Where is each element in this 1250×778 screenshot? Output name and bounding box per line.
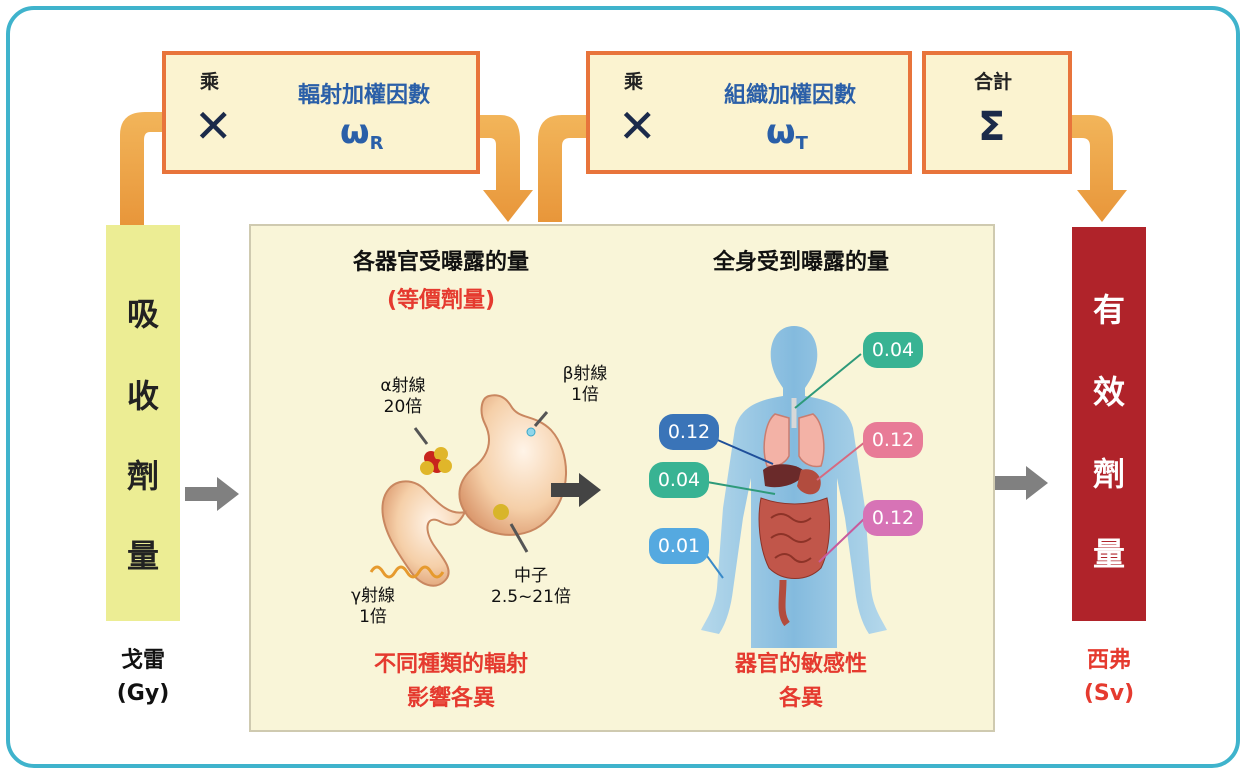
- neutron-name: 中子: [514, 566, 548, 586]
- body-silhouette: [701, 326, 887, 648]
- arrow-absorbed-to-radiation: [120, 112, 165, 225]
- radiation-caption-line1: 不同種類的輻射: [373, 652, 528, 677]
- subscript-t: T: [795, 133, 808, 154]
- absorbed-dose-bar: 吸 收 劑 量: [106, 225, 180, 621]
- sensitivity-caption: 器官的敏感性 各異: [671, 648, 931, 716]
- alpha-ray-name: α射線: [380, 376, 426, 396]
- panel-flow-arrow: [551, 473, 601, 507]
- bubble-connectors: [706, 353, 866, 579]
- gamma-ray-factor: 1倍: [359, 607, 387, 628]
- connector-left-low: [706, 555, 724, 579]
- radiation-caption: 不同種類的輻射 影響各異: [311, 648, 591, 716]
- weight-bubble-left-low: 0.01: [649, 528, 709, 564]
- arrow-sum-to-effective: [1070, 115, 1127, 222]
- sum-box: 合計 Σ: [922, 51, 1072, 174]
- neutron-particle: [493, 504, 509, 520]
- whole-body-heading: 全身受到曝露的量: [712, 250, 889, 275]
- lungs: [763, 398, 825, 468]
- alpha-particle: [420, 447, 452, 475]
- flow-arrow-left: [185, 477, 239, 511]
- gamma-ray-name: γ射線: [350, 586, 396, 606]
- tissue-factor-symbol: ωT: [766, 112, 808, 153]
- connector-right-low: [818, 517, 866, 563]
- dose-panel: 各器官受曝露的量 (等價劑量) 全身受到曝露的量 α射線 20倍: [249, 224, 995, 732]
- connector-right-mid: [816, 441, 866, 481]
- weight-bubble-left-top: 0.12: [659, 414, 719, 450]
- alpha-ray-label: α射線 20倍: [363, 376, 443, 419]
- beta-pointer: [533, 411, 549, 427]
- beta-ray-factor: 1倍: [571, 385, 599, 406]
- sievert-unit-symbol: (Sv): [1083, 681, 1135, 706]
- connector-left-top: [712, 437, 774, 465]
- stomach-shape: [458, 394, 567, 536]
- multiply-icon: ✕: [194, 99, 233, 153]
- omega-symbol: ω: [340, 112, 370, 152]
- duodenum-shape: [381, 480, 467, 587]
- weight-bubble-right-low: 0.12: [863, 500, 923, 536]
- sigma-icon: Σ: [978, 104, 1006, 150]
- body-illustration: [701, 326, 887, 648]
- connector-upper-right: [794, 353, 862, 409]
- subscript-r: R: [369, 133, 384, 154]
- sensitivity-caption-line1: 器官的敏感性: [734, 652, 867, 677]
- beta-ray-label: β射線 1倍: [545, 364, 625, 407]
- absorbed-char-1: 吸: [126, 295, 159, 333]
- alpha-pointer: [413, 427, 429, 445]
- intestines: [758, 497, 830, 579]
- multiply-label: 乘: [200, 71, 220, 93]
- arrow-panel-to-tissue: [538, 115, 590, 222]
- gamma-wave: [369, 565, 445, 579]
- beta-ray-name: β射線: [562, 364, 608, 384]
- connector-left-mid: [706, 481, 776, 495]
- absorbed-char-4: 量: [126, 537, 159, 575]
- effective-char-2: 效: [1092, 373, 1125, 411]
- effective-char-4: 量: [1092, 535, 1125, 573]
- sievert-unit: 西弗 (Sv): [1062, 644, 1156, 710]
- effective-char-3: 劑: [1092, 455, 1125, 493]
- radiation-factor-symbol: ωR: [340, 112, 383, 153]
- multiply-icon: ✕: [618, 99, 657, 153]
- multiply-label: 乘: [624, 71, 644, 93]
- radiation-factor-title: 輻射加權因數: [297, 83, 430, 108]
- gamma-ray-label: γ射線 1倍: [333, 586, 413, 629]
- neutron-factor: 2.5~21倍: [491, 587, 571, 608]
- radiation-weighting-box: 乘 ✕ 輻射加權因數 ωR: [162, 51, 480, 174]
- sum-label: 合計: [974, 71, 1013, 93]
- gray-unit: 戈雷 (Gy): [96, 644, 190, 710]
- weight-bubble-right-mid: 0.12: [863, 422, 923, 458]
- gray-unit-name: 戈雷: [120, 648, 165, 673]
- beta-particle: [526, 427, 536, 437]
- liver: [763, 464, 805, 488]
- equivalent-dose-subheading: (等價劑量): [386, 288, 496, 313]
- alpha-ray-factor: 20倍: [383, 397, 423, 418]
- gray-unit-symbol: (Gy): [116, 681, 170, 706]
- stomach-illustration: [369, 394, 567, 587]
- tissue-factor-title: 組織加權因數: [723, 83, 856, 108]
- sensitivity-caption-line2: 各異: [778, 686, 823, 712]
- colon: [778, 579, 790, 627]
- neutron-label: 中子 2.5~21倍: [481, 566, 581, 609]
- weight-bubble-upper-right: 0.04: [863, 332, 923, 368]
- sievert-unit-name: 西弗: [1086, 648, 1131, 673]
- stomach: [797, 469, 821, 495]
- tissue-weighting-box: 乘 ✕ 組織加權因數 ωT: [586, 51, 912, 174]
- effective-dose-bar: 有 效 劑 量: [1072, 227, 1146, 621]
- omega-symbol: ω: [766, 112, 796, 152]
- absorbed-char-3: 劑: [126, 457, 159, 495]
- flow-arrow-right: [992, 466, 1048, 500]
- radiation-caption-line2: 影響各異: [406, 686, 495, 712]
- arrow-radiation-to-panel: [478, 115, 533, 222]
- absorbed-char-2: 收: [126, 377, 159, 415]
- neutron-pointer: [509, 523, 529, 553]
- weight-bubble-left-mid: 0.04: [649, 462, 709, 498]
- organ-dose-heading: 各器官受曝露的量: [352, 250, 529, 275]
- effective-char-1: 有: [1092, 291, 1125, 329]
